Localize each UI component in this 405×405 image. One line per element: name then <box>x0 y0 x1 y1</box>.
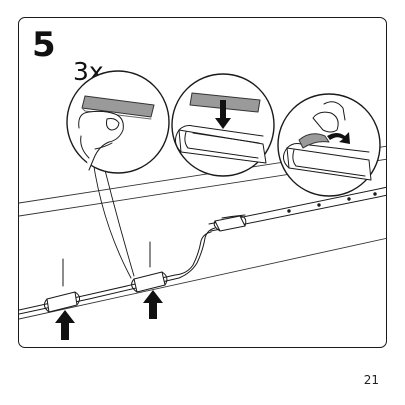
down-arrow <box>215 100 231 129</box>
tape-strip-with-finger-detail <box>66 70 170 174</box>
up-arrow <box>143 290 163 319</box>
tape-pressed-into-clip-detail <box>171 73 275 177</box>
page-number: 21 <box>363 373 379 387</box>
cable-clip-left <box>43 291 81 313</box>
cable-clip-right <box>131 271 168 293</box>
step-panel: 5 3x <box>18 17 387 348</box>
up-arrow <box>55 310 75 340</box>
peel-arrow <box>327 132 350 144</box>
backing-peeled-detail <box>277 93 381 197</box>
cable <box>19 227 216 315</box>
step-number: 5 <box>32 25 56 65</box>
assembly-illustration <box>19 70 386 340</box>
strip-clip <box>213 215 247 232</box>
